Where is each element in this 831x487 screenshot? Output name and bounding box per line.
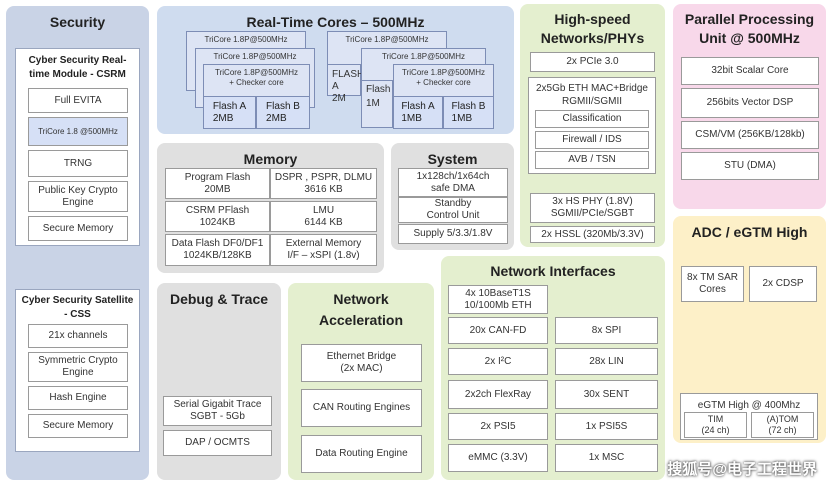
flash-peek-2: Flash 1M [361, 80, 393, 128]
netif-lin: 28x LIN [555, 348, 658, 375]
netif-psi5: 2x PSI5 [448, 413, 548, 440]
memory-title: Memory [243, 151, 298, 167]
netif-sent: 30x SENT [555, 380, 658, 409]
netacc-ethernet-bridge: Ethernet Bridge (2x MAC) [301, 344, 422, 382]
csrm-title: Cyber Security Real-time Module - CSRM [28, 55, 127, 80]
memory-lmu: LMU 6144 KB [270, 201, 377, 232]
tricore-label: TriCore 1.8P@500MHz + Checker core [402, 68, 485, 87]
netif-flexray: 2x2ch FlexRay [448, 380, 548, 409]
css-item-secure-memory: Secure Memory [28, 414, 128, 438]
security-title: Security [49, 14, 106, 30]
ppu-scalar-core: 32bit Scalar Core [681, 57, 819, 85]
egtm-label: eGTM High @ 400Mhz [697, 400, 801, 411]
css-item-hash: Hash Engine [28, 386, 128, 410]
tricore-label: TriCore 1.8P@500MHz [382, 52, 465, 61]
css-title: Cyber Security Satellite - CSS [21, 295, 134, 320]
tricore-label: TriCore 1.8P@500MHz [213, 52, 297, 61]
egtm-tim: TIM (24 ch) [684, 412, 747, 438]
flash-peek-label: FLASH A 2M [332, 69, 365, 104]
csrm-block: Cyber Security Real-time Module - CSRM [15, 48, 140, 246]
debug-serial-trace: Serial Gigabit Trace SGBT - 5Gb [163, 396, 272, 426]
csrm-item-pk-crypto: Public Key Crypto Engine [28, 181, 128, 212]
flash-b-g1: Flash B 2MB [256, 96, 310, 129]
debug-title: Debug & Trace [169, 291, 269, 307]
memory-csrm-pflash: CSRM PFlash 1024KB [165, 201, 270, 232]
debug-dap-ocmts: DAP / OCMTS [163, 430, 272, 456]
ppu-title: Parallel Processing Unit @ 500MHz [684, 11, 815, 46]
hs-hssl: 2x HSSL (320Mb/3.3V) [530, 226, 655, 243]
flash-peek-label: Flash 1M [366, 84, 391, 109]
css-item-sym-crypto: Symmetric Crypto Engine [28, 352, 128, 382]
netacc-data-routing: Data Routing Engine [301, 435, 422, 473]
flash-peek-1: FLASH A 2M [327, 64, 364, 104]
security-panel: Security Cyber Security Real-time Module… [6, 6, 149, 480]
ppu-csm-vm: CSM/VM (256KB/128kb) [681, 121, 819, 149]
netacc-title: Network Acceleration [318, 291, 404, 328]
tricore-label: TriCore 1.8P@500MHz + Checker core [215, 68, 298, 87]
system-supply: Supply 5/3.3/1.8V [398, 224, 508, 244]
hs-avb-tsn: AVB / TSN [535, 151, 649, 169]
realtime-title: Real-Time Cores – 500MHz [246, 14, 425, 30]
system-title: System [427, 151, 478, 167]
ppu-vector-dsp: 256bits Vector DSP [681, 88, 819, 118]
flash-a-g2: Flash A 1MB [393, 96, 443, 129]
memory-program-flash: Program Flash 20MB [165, 168, 270, 199]
tricore-label: TriCore 1.8P@500MHz [345, 35, 429, 44]
adc-title: ADC / eGTM High [691, 224, 808, 240]
system-standby: Standby Control Unit [398, 197, 508, 223]
adc-sar-cores: 8x TM SAR Cores [681, 266, 744, 302]
memory-data-flash: Data Flash DF0/DF1 1024KB/128KB [165, 234, 270, 266]
watermark: 搜狐号@电子工程世界 [667, 461, 817, 478]
tricore-label: TriCore 1.8P@500MHz [204, 35, 288, 44]
highspeed-title: High-speed Networks/PHYs [540, 11, 645, 46]
hs-firewall: Firewall / IDS [535, 131, 649, 149]
hs-phy: 3x HS PHY (1.8V) SGMII/PCIe/SGBT [530, 193, 655, 223]
system-dma: 1x128ch/1x64ch safe DMA [398, 168, 508, 197]
hs-classification: Classification [535, 110, 649, 128]
csrm-item-tricore: TriCore 1.8 @500MHz [28, 117, 128, 146]
netif-psi5s: 1x PSI5S [555, 413, 658, 440]
adc-cdsp: 2x CDSP [749, 266, 817, 302]
netif-i2c: 2x I²C [448, 348, 548, 375]
memory-external-if: External Memory I/F – xSPI (1.8v) [270, 234, 377, 266]
netif-10baset1s: 4x 10BaseT1S 10/100Mb ETH [448, 285, 548, 314]
netif-title: Network Interfaces [490, 263, 616, 279]
csrm-item-evita: Full EVITA [28, 88, 128, 113]
hs-eth-title: 2x5Gb ETH MAC+Bridge RGMII/SGMII [536, 83, 648, 107]
hs-pcie: 2x PCIe 3.0 [530, 52, 655, 72]
csrm-item-trng: TRNG [28, 150, 128, 177]
ppu-stu-dma: STU (DMA) [681, 152, 819, 180]
netif-emmc: eMMC (3.3V) [448, 444, 548, 472]
egtm-atom: (A)TOM (72 ch) [751, 412, 814, 438]
netacc-can-routing: CAN Routing Engines [301, 389, 422, 427]
netif-can-fd: 20x CAN-FD [448, 317, 548, 344]
flash-b-g2: Flash B 1MB [443, 96, 494, 129]
netif-msc: 1x MSC [555, 444, 658, 472]
flash-a-g1: Flash A 2MB [203, 96, 256, 129]
csrm-item-secure-memory: Secure Memory [28, 216, 128, 241]
memory-dspr: DSPR , PSPR, DLMU 3616 KB [270, 168, 377, 199]
css-item-channels: 21x channels [28, 324, 128, 348]
netif-spi: 8x SPI [555, 317, 658, 344]
